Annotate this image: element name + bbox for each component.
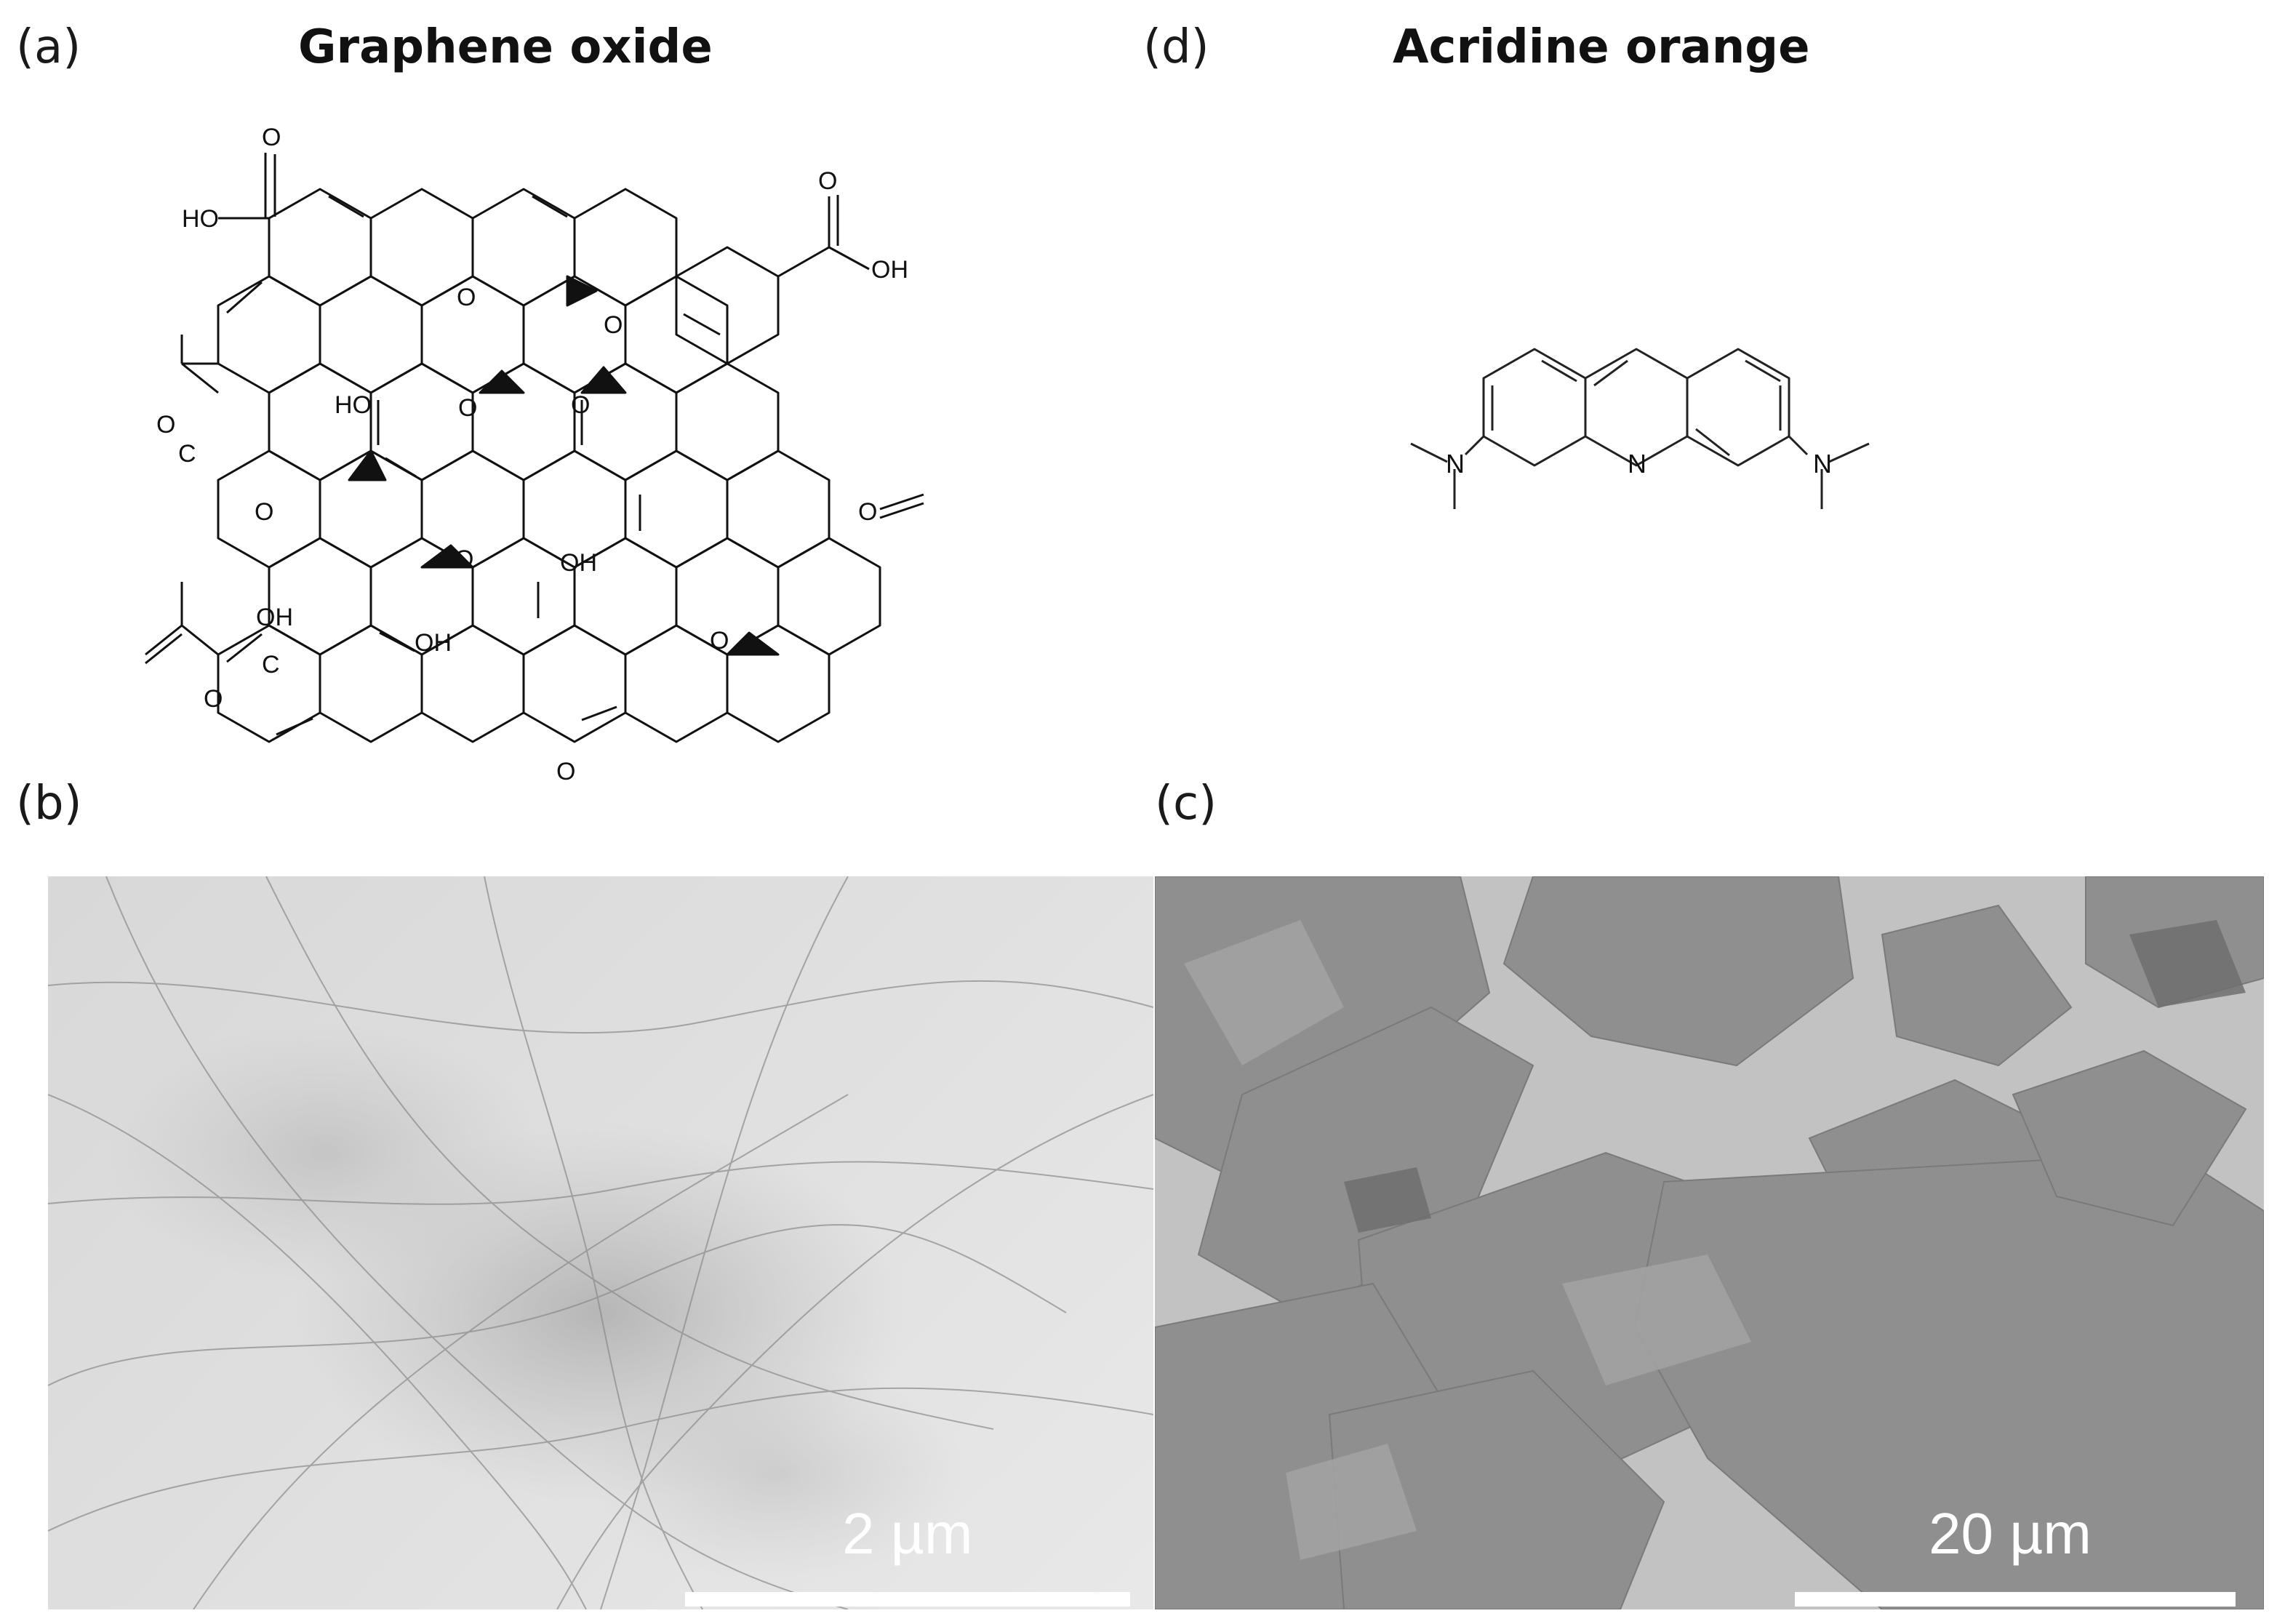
scale-label: 2 µm <box>842 1501 973 1566</box>
panel-title-graphene-oxide: Graphene oxide <box>298 20 713 74</box>
atom-o: O <box>204 685 223 713</box>
atom-o: O <box>458 394 477 422</box>
atom-o: O <box>858 498 877 526</box>
panel-title-acridine-orange: Acridine orange <box>1393 20 1810 74</box>
atom-o: O <box>457 284 476 311</box>
panel-label-b: (b) <box>16 777 82 831</box>
atom-o: O <box>556 758 575 785</box>
tem-micrograph: 2 µm <box>48 876 1153 1609</box>
atom-o: O <box>604 311 623 339</box>
atom-o: O <box>255 498 273 526</box>
scale-bar <box>685 1592 1130 1607</box>
atom-c: C <box>178 440 196 468</box>
atom-o: O <box>262 124 281 151</box>
atom-o: O <box>571 391 590 419</box>
atom-o: O <box>710 627 729 655</box>
scale-label: 20 µm <box>1929 1501 2092 1566</box>
atom-oh: OH <box>256 604 293 631</box>
atom-ho: HO <box>335 391 372 419</box>
sem-micrograph: 20 µm <box>1155 876 2264 1609</box>
graphene-oxide-structure: O HO O OH O O HO O O O C O O O OH OH C O… <box>145 124 924 785</box>
acridine-orange-structure: N N N <box>1410 348 1870 509</box>
atom-n: N <box>1446 449 1465 479</box>
atom-oh: OH <box>560 549 597 577</box>
panel-label-c: (c) <box>1155 777 1217 831</box>
atom-n: N <box>1813 449 1832 479</box>
atom-c: C <box>262 651 280 679</box>
atom-ho: HO <box>182 205 219 233</box>
atom-oh: OH <box>415 629 452 657</box>
panel-label-a: (a) <box>16 20 81 74</box>
panel-label-d: (d) <box>1143 20 1209 74</box>
atom-o: O <box>455 545 473 573</box>
atom-o: O <box>156 411 175 439</box>
atom-oh: OH <box>871 256 908 284</box>
atom-o: O <box>818 167 837 195</box>
scale-bar <box>1795 1592 2236 1607</box>
atom-n: N <box>1628 449 1646 479</box>
